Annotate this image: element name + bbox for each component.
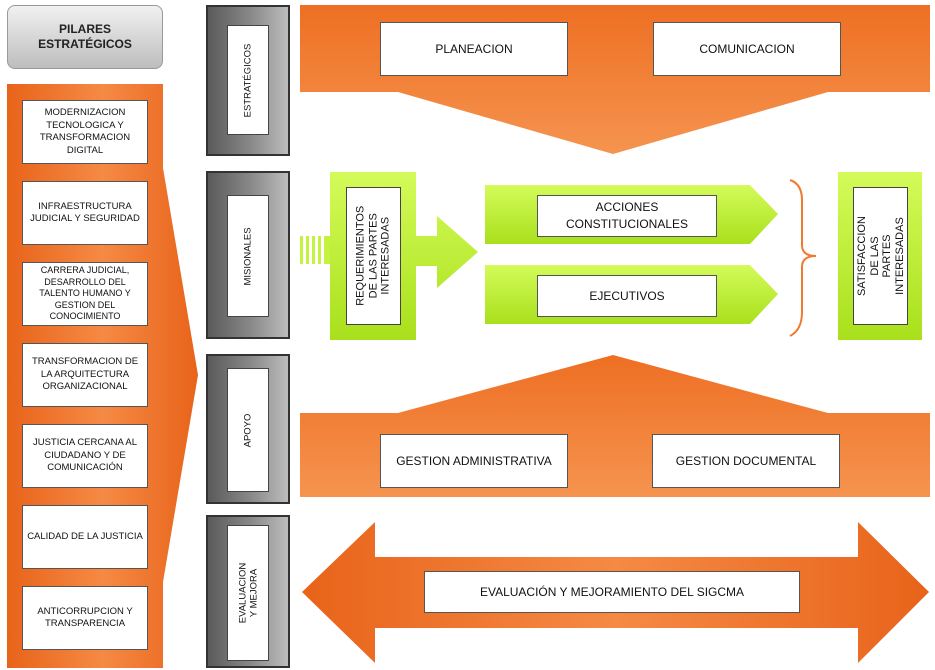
input-stripe	[324, 236, 330, 264]
process-type-label-box: EVALUACION Y MEJORA	[227, 525, 269, 661]
process-type-label-box: APOYO	[227, 368, 269, 492]
brace	[789, 179, 817, 337]
gestion-administrativa-box: GESTION ADMINISTRATIVA	[380, 434, 568, 488]
process-type-panel: ESTRATÉGICOS	[206, 5, 290, 156]
pillar-box: ANTICORRUPCION Y TRANSPARENCIA	[22, 586, 148, 650]
pillar-box: CALIDAD DE LA JUSTICIA	[22, 505, 148, 569]
input-stripe	[312, 236, 315, 264]
gestion-documental-box: GESTION DOCUMENTAL	[652, 434, 840, 488]
input-label: REQUERIMIENTOS DE LAS PARTES INTERESADAS	[354, 205, 392, 307]
evaluacion-box: EVALUACIÓN Y MEJORAMIENTO DEL SIGCMA	[424, 571, 800, 613]
process-type-label-box: ESTRATÉGICOS	[227, 25, 269, 135]
process-type-label: ESTRATÉGICOS	[242, 43, 254, 117]
input-label-box: REQUERIMIENTOS DE LAS PARTES INTERESADAS	[346, 187, 401, 325]
pillar-box: TRANSFORMACION DE LA ARQUITECTURA ORGANI…	[22, 343, 148, 407]
process-type-panel: APOYO	[206, 354, 290, 504]
comunicacion-box: COMUNICACION	[653, 22, 841, 76]
process-type-label: EVALUACION Y MEJORA	[237, 562, 260, 624]
process-type-label: MISIONALES	[242, 226, 254, 286]
pillar-box: CARRERA JUDICIAL, DESARROLLO DEL TALENTO…	[22, 262, 148, 326]
output-label-box: SATISFACCION DE LAS PARTES INTERESADAS	[853, 187, 908, 325]
pillars-header: PILARES ESTRATÉGICOS	[7, 5, 163, 69]
pillar-box: INFRAESTRUCTURA JUDICIAL Y SEGURIDAD	[22, 181, 148, 245]
process-type-label-box: MISIONALES	[227, 195, 269, 317]
pillar-box: JUSTICIA CERCANA AL CIUDADANO Y DE COMUN…	[22, 424, 148, 488]
process-type-panel: EVALUACION Y MEJORA	[206, 515, 290, 668]
acciones-constitucionales-box: ACCIONES CONSTITUCIONALES	[537, 195, 717, 237]
output-label: SATISFACCION DE LAS PARTES INTERESADAS	[855, 216, 906, 296]
ejecutivos-box: EJECUTIVOS	[537, 275, 717, 317]
input-stripe	[306, 236, 309, 264]
process-type-panel: MISIONALES	[206, 171, 290, 339]
input-stripe	[300, 236, 303, 264]
process-type-label: APOYO	[242, 413, 254, 447]
pillars-header-text: PILARES ESTRATÉGICOS	[38, 22, 132, 51]
input-stripe	[318, 236, 321, 264]
pillar-box: MODERNIZACION TECNOLOGICA Y TRANSFORMACI…	[22, 100, 148, 164]
planeacion-box: PLANEACION	[380, 22, 568, 76]
